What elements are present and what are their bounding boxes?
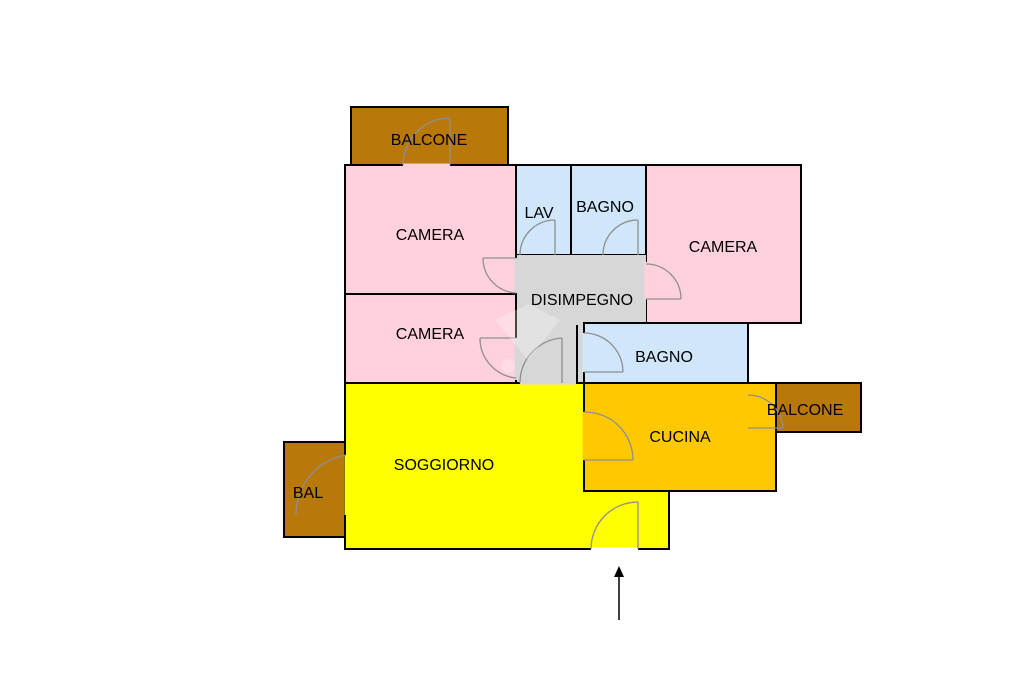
label-camera-mid-left: CAMERA xyxy=(396,326,465,343)
label-bagno-mid: BAGNO xyxy=(635,349,693,366)
label-bagno-top: BAGNO xyxy=(576,199,634,216)
label-camera-top-left: CAMERA xyxy=(396,227,465,244)
label-balcone-top: BALCONE xyxy=(391,132,467,149)
bagno-mid-room xyxy=(583,322,749,384)
watermark-logo xyxy=(495,304,560,373)
disimpegno-room xyxy=(516,255,646,383)
door-swings xyxy=(295,117,784,550)
label-balcone-right: BALCONE xyxy=(767,402,843,419)
balcone-top xyxy=(350,106,509,166)
cucina-room xyxy=(583,382,777,492)
label-lav: LAV xyxy=(524,205,553,222)
camera-top-left xyxy=(344,164,517,295)
label-cucina: CUCINA xyxy=(649,429,711,446)
label-disimpegno: DISIMPEGNO xyxy=(531,292,633,309)
label-bal-left: BAL xyxy=(293,485,323,502)
entrance-arrow-icon xyxy=(614,566,624,620)
label-camera-right: CAMERA xyxy=(689,239,758,256)
bagno-top-room xyxy=(570,164,647,256)
label-soggiorno: SOGGIORNO xyxy=(394,457,494,474)
